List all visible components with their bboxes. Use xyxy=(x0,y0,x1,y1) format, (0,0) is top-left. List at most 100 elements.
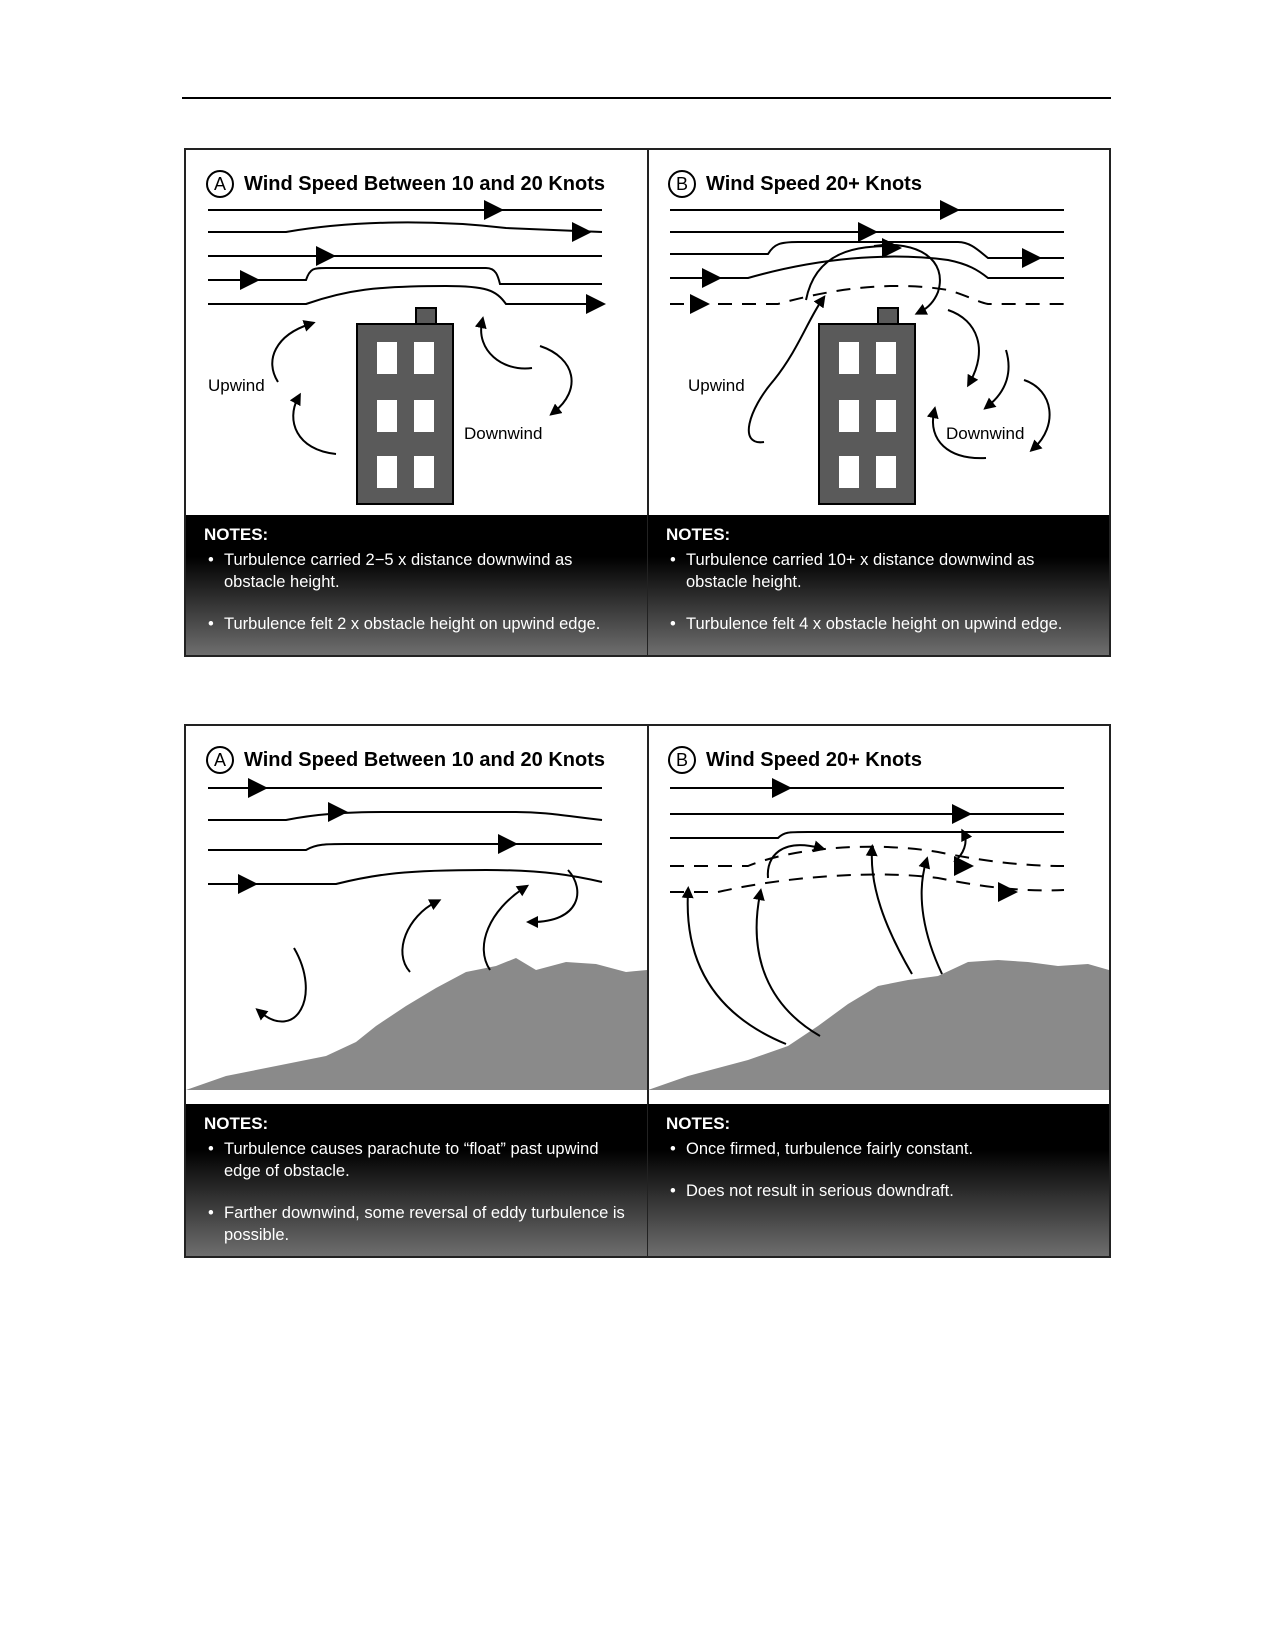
panel-header: A Wind Speed Between 10 and 20 Knots xyxy=(206,746,605,774)
terrain-turbulence-figure: A Wind Speed Between 10 and 20 Knots NOT… xyxy=(184,724,1111,1258)
note-item: Turbulence carried 10+ x distance downwi… xyxy=(666,549,1095,593)
building-panel-a: A Wind Speed Between 10 and 20 Knots Upw… xyxy=(186,150,647,655)
panel-header: B Wind Speed 20+ Knots xyxy=(668,746,922,774)
notes-heading: NOTES: xyxy=(204,1114,269,1133)
flow-arrowhead xyxy=(690,294,710,314)
notes-box: NOTES: Turbulence causes parachute to “f… xyxy=(186,1104,647,1256)
panel-title: Wind Speed 20+ Knots xyxy=(706,748,922,771)
flow-arrowhead xyxy=(1022,248,1042,268)
upwind-label: Upwind xyxy=(688,376,745,395)
streamline-3 xyxy=(670,241,1064,259)
flow-arrowhead xyxy=(702,268,722,288)
flow-arrowhead xyxy=(328,802,348,822)
panel-title: Wind Speed Between 10 and 20 Knots xyxy=(244,748,606,771)
panel-title: Wind Speed 20+ Knots xyxy=(706,172,922,195)
panel-divider xyxy=(647,726,649,1256)
panel-badge: B xyxy=(668,746,696,774)
flow-arrowhead xyxy=(586,294,606,314)
building-airflow-diagram-a xyxy=(208,200,606,505)
flow-arrowhead xyxy=(952,804,972,824)
flow-arrowhead xyxy=(954,856,974,876)
terrain-airflow-diagram-b xyxy=(648,778,1109,1090)
eddy-arrow xyxy=(255,947,307,1023)
eddy-arrow xyxy=(289,392,337,455)
note-item: Turbulence causes parachute to “float” p… xyxy=(204,1138,633,1182)
flow-arrowhead xyxy=(498,834,518,854)
notes-box: NOTES: Once firmed, turbulence fairly co… xyxy=(648,1104,1109,1256)
top-rule xyxy=(182,97,1111,99)
note-item: Does not result in serious downdraft. xyxy=(666,1180,1095,1202)
eddy-arrow xyxy=(947,309,980,388)
terrain-panel-b: B Wind Speed 20+ Knots NOTES: Once firme… xyxy=(648,726,1109,1256)
upwind-label: Upwind xyxy=(208,376,265,395)
flow-arrowhead xyxy=(238,874,258,894)
streamline-2 xyxy=(208,221,603,233)
downwind-label: Downwind xyxy=(946,424,1025,443)
streamline-5-dashed xyxy=(670,284,1064,305)
eddy-arrow xyxy=(474,316,533,370)
notes-heading: NOTES: xyxy=(666,1114,731,1133)
updraft-arrow xyxy=(681,886,787,1045)
terrain-panel-a: A Wind Speed Between 10 and 20 Knots NOT… xyxy=(186,726,647,1256)
note-item: Turbulence felt 2 x obstacle height on u… xyxy=(204,613,633,635)
panel-divider xyxy=(647,150,649,655)
eddy-arrow xyxy=(539,345,573,416)
building-panel-b: B Wind Speed 20+ Knots Upwind Downwind N… xyxy=(648,150,1109,655)
eddy-arrow xyxy=(1023,379,1051,453)
building-turbulence-figure: A Wind Speed Between 10 and 20 Knots Upw… xyxy=(184,148,1111,657)
notes-heading: NOTES: xyxy=(666,525,731,544)
eddy-arrow xyxy=(983,349,1010,410)
terrain-airflow-diagram-a xyxy=(186,778,647,1090)
streamline-4 xyxy=(208,267,602,285)
flow-arrowhead xyxy=(316,246,336,266)
note-item: Turbulence carried 2−5 x distance downwi… xyxy=(204,549,633,593)
streamline-4 xyxy=(670,255,1064,279)
eddy-arrow xyxy=(747,295,826,444)
downwind-label: Downwind xyxy=(464,424,543,443)
streamline-3 xyxy=(670,831,1064,839)
eddy-arrow xyxy=(401,899,442,973)
eddy-arrow xyxy=(873,243,941,315)
flow-arrowhead xyxy=(858,222,878,242)
flow-arrowhead xyxy=(572,222,592,242)
streamline-5-dashed xyxy=(670,873,1065,893)
eddy-arrow xyxy=(805,240,898,301)
panel-title: Wind Speed Between 10 and 20 Knots xyxy=(244,172,606,195)
streamline-3 xyxy=(208,843,602,851)
eddy-arrow xyxy=(766,840,826,879)
eddy-arrow xyxy=(482,884,530,971)
panel-header: B Wind Speed 20+ Knots xyxy=(668,170,922,198)
notes-box: NOTES: Turbulence carried 2−5 x distance… xyxy=(186,515,647,655)
note-item: Farther downwind, some reversal of eddy … xyxy=(204,1202,633,1246)
updraft-arrow xyxy=(918,856,943,975)
terrain-ridge xyxy=(186,958,647,1090)
panel-badge: A xyxy=(206,746,234,774)
eddy-arrow xyxy=(953,828,973,863)
flow-arrowhead xyxy=(240,270,260,290)
panel-header: A Wind Speed Between 10 and 20 Knots xyxy=(206,170,605,198)
panel-badge: A xyxy=(206,170,234,198)
notes-heading: NOTES: xyxy=(204,525,269,544)
flow-arrowhead xyxy=(484,200,504,220)
eddy-arrow xyxy=(926,406,987,460)
updraft-arrow xyxy=(865,844,913,975)
streamline-4 xyxy=(208,868,603,885)
panel-badge: B xyxy=(668,170,696,198)
updraft-arrow xyxy=(752,888,821,1037)
streamline-4-dashed xyxy=(670,845,1065,867)
terrain-ridge xyxy=(648,960,1109,1090)
streamline-5 xyxy=(208,284,602,305)
notes-box: NOTES: Turbulence carried 10+ x distance… xyxy=(648,515,1109,655)
eddy-arrow xyxy=(526,869,579,928)
building xyxy=(818,307,916,505)
eddy-arrow xyxy=(271,320,316,383)
flow-arrowhead xyxy=(998,882,1018,902)
flow-arrowhead xyxy=(248,778,268,798)
building-airflow-diagram-b xyxy=(670,200,1064,505)
note-item: Turbulence felt 4 x obstacle height on u… xyxy=(666,613,1095,635)
flow-arrowhead xyxy=(772,778,792,798)
note-item: Once firmed, turbulence fairly constant. xyxy=(666,1138,1095,1160)
flow-arrowhead xyxy=(940,200,960,220)
building xyxy=(356,307,454,505)
streamline-2 xyxy=(208,811,603,821)
